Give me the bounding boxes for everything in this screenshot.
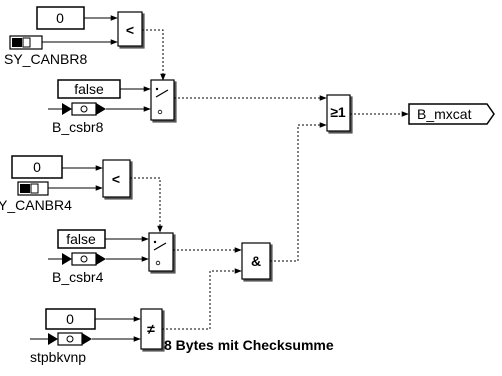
switch-block-2 xyxy=(148,232,174,272)
b-csbr8-message: B_csbr8 xyxy=(48,102,106,135)
stpbkvnp-message: stpbkvnp xyxy=(30,332,92,365)
sy-canbr8-label: SY_CANBR8 xyxy=(4,51,87,67)
svg-text:≥1: ≥1 xyxy=(330,104,346,120)
svg-text:B_mxcat: B_mxcat xyxy=(417,106,472,122)
and-block: & xyxy=(241,242,271,280)
svg-text:false: false xyxy=(66,231,96,247)
y-canbr4-message: Y_CANBR4 xyxy=(0,181,72,213)
svg-text:B_csbr8: B_csbr8 xyxy=(52,119,104,135)
svg-text:stpbkvnp: stpbkvnp xyxy=(30,349,86,365)
annotation-text: 8 Bytes mit Checksumme xyxy=(164,337,334,353)
compare-less-block-1: < xyxy=(117,11,143,47)
constant-0-bottom: 0 xyxy=(45,308,96,330)
constant-false-bottom: false xyxy=(57,229,106,249)
or-block: ≥1 xyxy=(326,94,351,132)
svg-text:<: < xyxy=(112,171,120,187)
constant-0-middle: 0 xyxy=(11,155,63,179)
svg-text:<: < xyxy=(126,22,134,38)
switch-block-1 xyxy=(150,79,175,121)
svg-text:0: 0 xyxy=(66,311,74,327)
svg-text:false: false xyxy=(74,81,104,97)
svg-text:0: 0 xyxy=(33,159,41,175)
sy-canbr8-message: SY_CANBR8 xyxy=(4,35,87,67)
constant-0-top: 0 xyxy=(36,6,85,30)
constant-false-top: false xyxy=(57,79,121,99)
constant-0-top-text: 0 xyxy=(56,10,64,26)
svg-text:Y_CANBR4: Y_CANBR4 xyxy=(0,197,72,213)
compare-less-block-2: < xyxy=(102,159,131,198)
svg-text:≠: ≠ xyxy=(147,321,155,337)
svg-text:&: & xyxy=(251,253,261,269)
svg-text:B_csbr4: B_csbr4 xyxy=(52,269,104,285)
not-equal-block: ≠ xyxy=(140,308,163,350)
b-csbr4-message: B_csbr4 xyxy=(48,252,106,285)
output-b-mxcat: B_mxcat xyxy=(408,103,495,125)
